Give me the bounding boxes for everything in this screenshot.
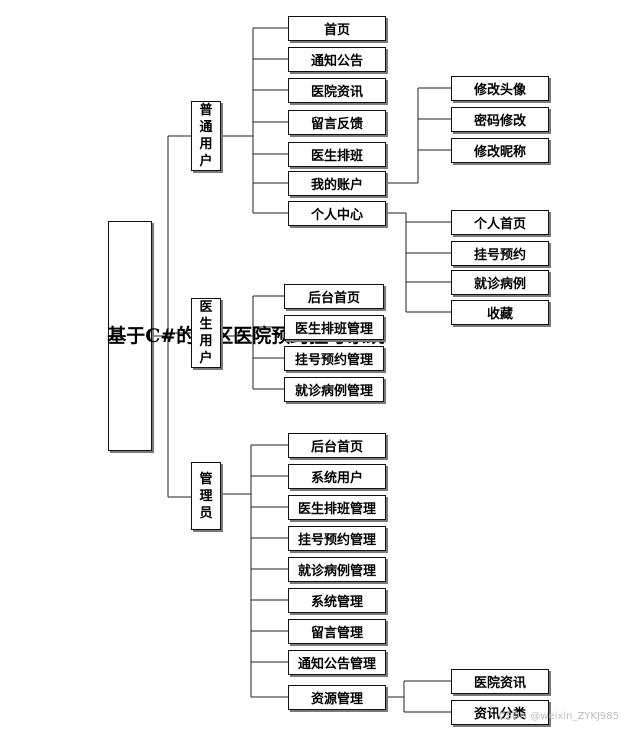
watermark: CSDN @weixin_ZYKJ985 bbox=[498, 711, 619, 722]
item-system-manage: 系统管理 bbox=[288, 588, 386, 613]
item-personal-center: 个人中心 bbox=[288, 201, 386, 226]
item-notice-manage: 通知公告管理 bbox=[288, 650, 386, 675]
item-admin-home: 后台首页 bbox=[284, 284, 384, 309]
item-system-users: 系统用户 bbox=[288, 464, 386, 489]
item-resource-manage: 资源管理 bbox=[288, 685, 386, 710]
item-home: 首页 bbox=[288, 16, 386, 41]
item-doctor-schedule: 医生排班 bbox=[288, 142, 386, 167]
role-label: 普通用户 bbox=[199, 103, 213, 169]
sub-item-appointment: 挂号预约 bbox=[451, 241, 549, 266]
sub-item-news-category: 资讯分类 bbox=[451, 700, 549, 725]
item-record-manage: 就诊病例管理 bbox=[288, 557, 386, 582]
item-appointment-manage: 挂号预约管理 bbox=[284, 346, 384, 371]
role-label: 医生用户 bbox=[199, 300, 213, 366]
item-my-account: 我的账户 bbox=[288, 171, 386, 196]
sub-item-change-password: 密码修改 bbox=[451, 107, 549, 132]
item-hospital-news: 医院资讯 bbox=[288, 78, 386, 103]
sub-item-hospital-news: 医院资讯 bbox=[451, 669, 549, 694]
role-node-admin: 管理员 bbox=[191, 462, 221, 530]
item-schedule-manage: 医生排班管理 bbox=[284, 315, 384, 340]
item-message-manage: 留言管理 bbox=[288, 619, 386, 644]
sub-item-medical-record: 就诊病例 bbox=[451, 270, 549, 295]
root-node: 基于C#的社区医院预约挂号系统 bbox=[107, 221, 386, 451]
role-node-doctor-user: 医生用户 bbox=[191, 298, 221, 368]
sub-item-change-avatar: 修改头像 bbox=[451, 76, 549, 101]
root-node-label: 基于C#的社区医院预约挂号系统 bbox=[107, 325, 386, 347]
item-feedback: 留言反馈 bbox=[288, 110, 386, 135]
item-notice: 通知公告 bbox=[288, 47, 386, 72]
sub-item-personal-home: 个人首页 bbox=[451, 210, 549, 235]
sub-item-change-nickname: 修改昵称 bbox=[451, 138, 549, 163]
role-node-regular-user: 普通用户 bbox=[191, 101, 221, 171]
item-admin-home: 后台首页 bbox=[288, 433, 386, 458]
item-appointment-manage: 挂号预约管理 bbox=[288, 526, 386, 551]
item-schedule-manage: 医生排班管理 bbox=[288, 495, 386, 520]
sub-item-favorites: 收藏 bbox=[451, 300, 549, 325]
role-label: 管理员 bbox=[199, 471, 213, 521]
item-record-manage: 就诊病例管理 bbox=[284, 377, 384, 402]
